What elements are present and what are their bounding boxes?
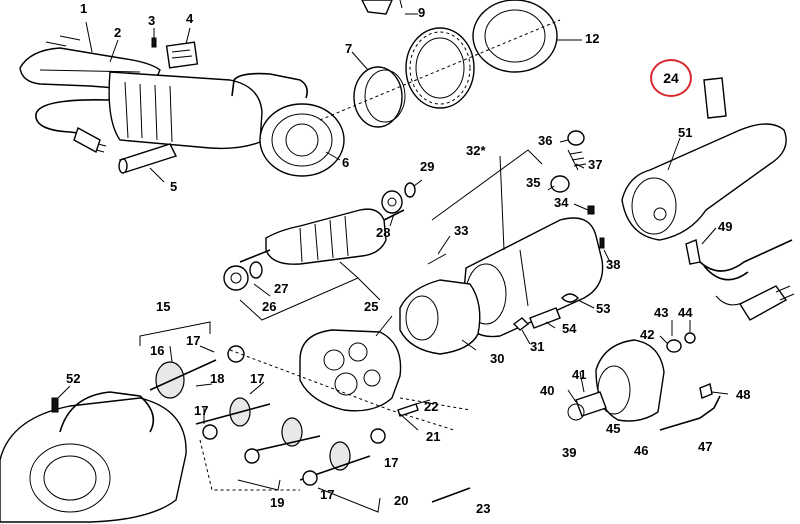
armature-assembly <box>223 179 423 321</box>
part-label-41: 41 <box>572 367 587 382</box>
part-label-20: 20 <box>394 493 409 508</box>
part-label-16: 16 <box>150 343 165 358</box>
part-label-3: 3 <box>148 13 156 28</box>
part-label-42: 42 <box>640 327 655 342</box>
part-label-49: 49 <box>718 219 733 234</box>
main-tool-assembly <box>19 21 345 183</box>
part-label-18: 18 <box>210 371 225 386</box>
part-label-38: 38 <box>606 257 621 272</box>
part-label-51: 51 <box>678 125 693 140</box>
gearbox-housing <box>0 385 187 523</box>
part-label-35: 35 <box>526 175 541 190</box>
part-label-1: 1 <box>80 1 88 16</box>
part-label-28: 28 <box>376 225 391 240</box>
part-label-48: 48 <box>736 387 751 402</box>
part-label-19: 19 <box>270 495 285 510</box>
highlighted-part-24: 24 <box>650 59 692 97</box>
part-label-29: 29 <box>420 159 435 174</box>
part-label-15: 15 <box>156 299 171 314</box>
part-label-46: 46 <box>634 443 649 458</box>
part-label-21: 21 <box>426 429 441 444</box>
part-label-40: 40 <box>540 383 555 398</box>
part-label-37: 37 <box>588 157 603 172</box>
part-label-17a: 17 <box>186 333 201 348</box>
part-label-25: 25 <box>364 299 379 314</box>
part-label-47: 47 <box>698 439 713 454</box>
part-label-53: 53 <box>596 301 611 316</box>
part-label-22: 22 <box>424 399 439 414</box>
part-label-17d: 17 <box>384 455 399 470</box>
part-label-27: 27 <box>274 281 289 296</box>
gear-housing-and-gears <box>139 315 471 513</box>
part-label-31: 31 <box>530 339 545 354</box>
part-label-7: 7 <box>345 41 353 56</box>
part-label-17c: 17 <box>194 403 209 418</box>
part-label-23: 23 <box>476 501 491 516</box>
part-label-43: 43 <box>654 305 669 320</box>
part-label-33: 33 <box>454 223 469 238</box>
part-label-36: 36 <box>538 133 553 148</box>
part-label-34: 34 <box>554 195 569 210</box>
part-label-2: 2 <box>114 25 122 40</box>
part-label-4: 4 <box>186 11 194 26</box>
ring-gear-cover <box>319 0 582 128</box>
part-label-26: 26 <box>262 299 277 314</box>
part-label-39: 39 <box>562 445 577 460</box>
part-label-9: 9 <box>418 5 426 20</box>
part-label-12: 12 <box>585 31 600 46</box>
switch-assembly <box>567 320 729 431</box>
part-label-32: 32* <box>466 143 486 158</box>
part-label-6: 6 <box>342 155 350 170</box>
part-label-17b: 17 <box>250 371 265 386</box>
part-label-54: 54 <box>562 321 577 336</box>
part-label-17e: 17 <box>320 487 335 502</box>
motor-housing <box>399 130 611 355</box>
part-label-45: 45 <box>606 421 621 436</box>
part-label-44: 44 <box>678 305 693 320</box>
rear-handle-assembly <box>621 77 795 321</box>
part-label-52: 52 <box>66 371 81 386</box>
part-label-5: 5 <box>170 179 178 194</box>
part-label-30: 30 <box>490 351 505 366</box>
